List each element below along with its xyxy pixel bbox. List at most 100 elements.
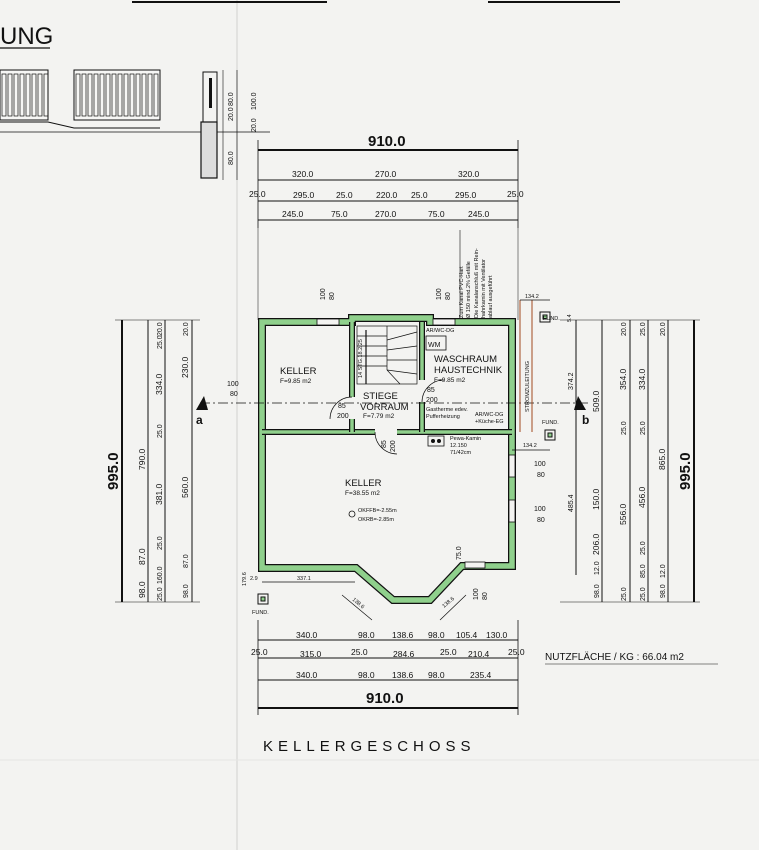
fence-picket [1, 73, 7, 117]
dim-label: 25.0 [640, 541, 647, 555]
dim-label: 87.0 [183, 554, 190, 568]
dim-label: 98.0 [358, 630, 375, 640]
room-keller-big: KELLER F=38.55 m2 OKFFB=-2.55m OKRB=-2.8… [345, 478, 397, 523]
top-total-dim: 910.0 [368, 133, 406, 150]
annotation-line: ablauf ausgeführt [488, 275, 494, 318]
section-dim: 80.0 [228, 92, 235, 106]
opening-height: 100 [436, 288, 443, 300]
dim-label: 25.0 [640, 421, 647, 435]
dim-label: 138.6 [441, 596, 455, 609]
strom-label: STROMZULEITUNG [525, 361, 531, 412]
door-swings [329, 379, 445, 455]
dim-label: 337.1 [297, 576, 311, 582]
dim-label: 206.0 [591, 533, 601, 555]
dim-label: 340.0 [296, 630, 318, 640]
nutzflaeche-label: NUTZFLÄCHE / KG : 66.04 m2 [545, 651, 684, 663]
dim-label: 134.2 [523, 443, 537, 449]
dim-label: 456.0 [637, 486, 647, 508]
fundament-label: FUND. [543, 316, 560, 322]
dim-label: 210.4 [468, 649, 490, 659]
room-area: F=9.85 m2 [280, 378, 312, 385]
opening-height: 100 [227, 381, 239, 388]
dim-label: 270.0 [375, 169, 397, 179]
bottom-dim-row3: 340.0 98.0 138.6 98.0 235.4 [296, 670, 492, 680]
opening-labels: 100 80 100 80 100 80 100 80 100 80 100 8… [227, 288, 546, 600]
fence-picket [25, 73, 31, 117]
dim-label: 25.0 [157, 587, 164, 601]
section-dim: 20.0 [228, 107, 235, 121]
dim-label: 334.0 [154, 373, 164, 395]
dim-label: 354.0 [618, 368, 628, 390]
dim-label: 75.0 [331, 209, 348, 219]
fence-picket [43, 73, 49, 117]
right-dim-col2: 509.0 150.0 206.0 12.0 98.0 [591, 390, 601, 598]
opening-height: 85 [338, 403, 346, 410]
bay-dim: 75.0 [456, 546, 463, 560]
annotation-line: Die Kanalanschluß mit Rein- [474, 248, 480, 318]
left-total-dim: 995.0 [105, 452, 122, 490]
annotation-line: 12.150 [450, 443, 467, 449]
section-dim: 20.0 [251, 118, 258, 132]
bottom-total-dim: 910.0 [366, 690, 404, 707]
dim-label: 340.0 [296, 670, 318, 680]
bottom-dim-row2: 25.0 315.0 25.0 284.6 25.0 210.4 25.0 [251, 647, 525, 659]
fence-picket [37, 73, 43, 117]
bottom-dim-row1: 340.0 98.0 138.6 98.0 105.4 130.0 [296, 630, 508, 640]
dim-label: 25.0 [507, 189, 524, 199]
dim-label: 160.0 [157, 566, 164, 584]
dim-label: 179.6 [242, 572, 248, 586]
dim-label: 790.0 [137, 448, 147, 470]
annotation-line: Pewa-Kamin [450, 436, 481, 442]
room-name: KELLER [345, 478, 382, 489]
dim-label: 85.0 [640, 564, 647, 578]
room-area: F=7.79 m2 [363, 413, 395, 420]
room-wasch: WASCHRAUM HAUSTECHNIK F=9.85 m2 [434, 354, 503, 384]
dim-label: 381.0 [154, 483, 164, 505]
right-dim-col3: 20.0 354.0 25.0 556.0 25.0 [618, 322, 628, 601]
staircase [356, 325, 418, 385]
dim-label: 320.0 [458, 169, 480, 179]
room-name: KELLER [280, 366, 317, 377]
fence-picket [117, 73, 123, 117]
opening-width: 200 [337, 413, 349, 420]
outer-walls [258, 314, 516, 604]
fence-picket [87, 73, 93, 117]
dim-label: 334.0 [637, 368, 647, 390]
fence-picket [93, 73, 99, 117]
annotation-line: +Küche-EG [475, 419, 504, 425]
dim-label: 25.0 [251, 647, 268, 657]
dim-label: 295.0 [293, 190, 315, 200]
dim-label: 25.0 [640, 587, 647, 601]
room-area: F=38.55 m2 [345, 490, 380, 497]
dim-label: 245.0 [282, 209, 304, 219]
dim-label: 270.0 [375, 209, 397, 219]
left-dim-col3: 20.0 230.0 560.0 87.0 98.0 [180, 322, 190, 598]
dim-label: 374.2 [568, 372, 575, 390]
kanal-annotation: Zum Kanal PVC-Hart Ø 150 mind.2% Gefälle… [459, 230, 494, 318]
fence-picket [147, 73, 153, 117]
opening-height: 100 [534, 461, 546, 468]
bottom-dimension-lines [257, 620, 519, 715]
dim-label: 556.0 [618, 503, 628, 525]
opening-height: 85 [381, 440, 388, 448]
dim-label: 220.0 [376, 190, 398, 200]
dim-label: 87.0 [137, 548, 147, 565]
level-okfb: OKFFB=-2.55m [358, 508, 397, 514]
right-dimension-lines [560, 319, 700, 603]
dim-label: 230.0 [180, 356, 190, 378]
level-marker-icon [348, 510, 356, 518]
dim-label: 485.4 [568, 494, 575, 512]
fence-picket [135, 73, 141, 117]
room-keller-small: KELLER F=9.85 m2 [280, 366, 317, 385]
dim-label: 98.0 [137, 581, 147, 598]
opening-height: 100 [534, 506, 546, 513]
section-dim: 80.0 [228, 151, 235, 165]
fence-picket [31, 73, 37, 117]
annotation-line: Zum Kanal PVC-Hart [459, 266, 465, 318]
fence-picket [81, 73, 87, 117]
section-arrow-left [196, 396, 208, 410]
dim-label: 25.0 [336, 190, 353, 200]
annotation-line: Gastherme edev. [426, 407, 468, 413]
dim-label: 315.0 [300, 649, 322, 659]
section-arrow-right [574, 396, 586, 410]
